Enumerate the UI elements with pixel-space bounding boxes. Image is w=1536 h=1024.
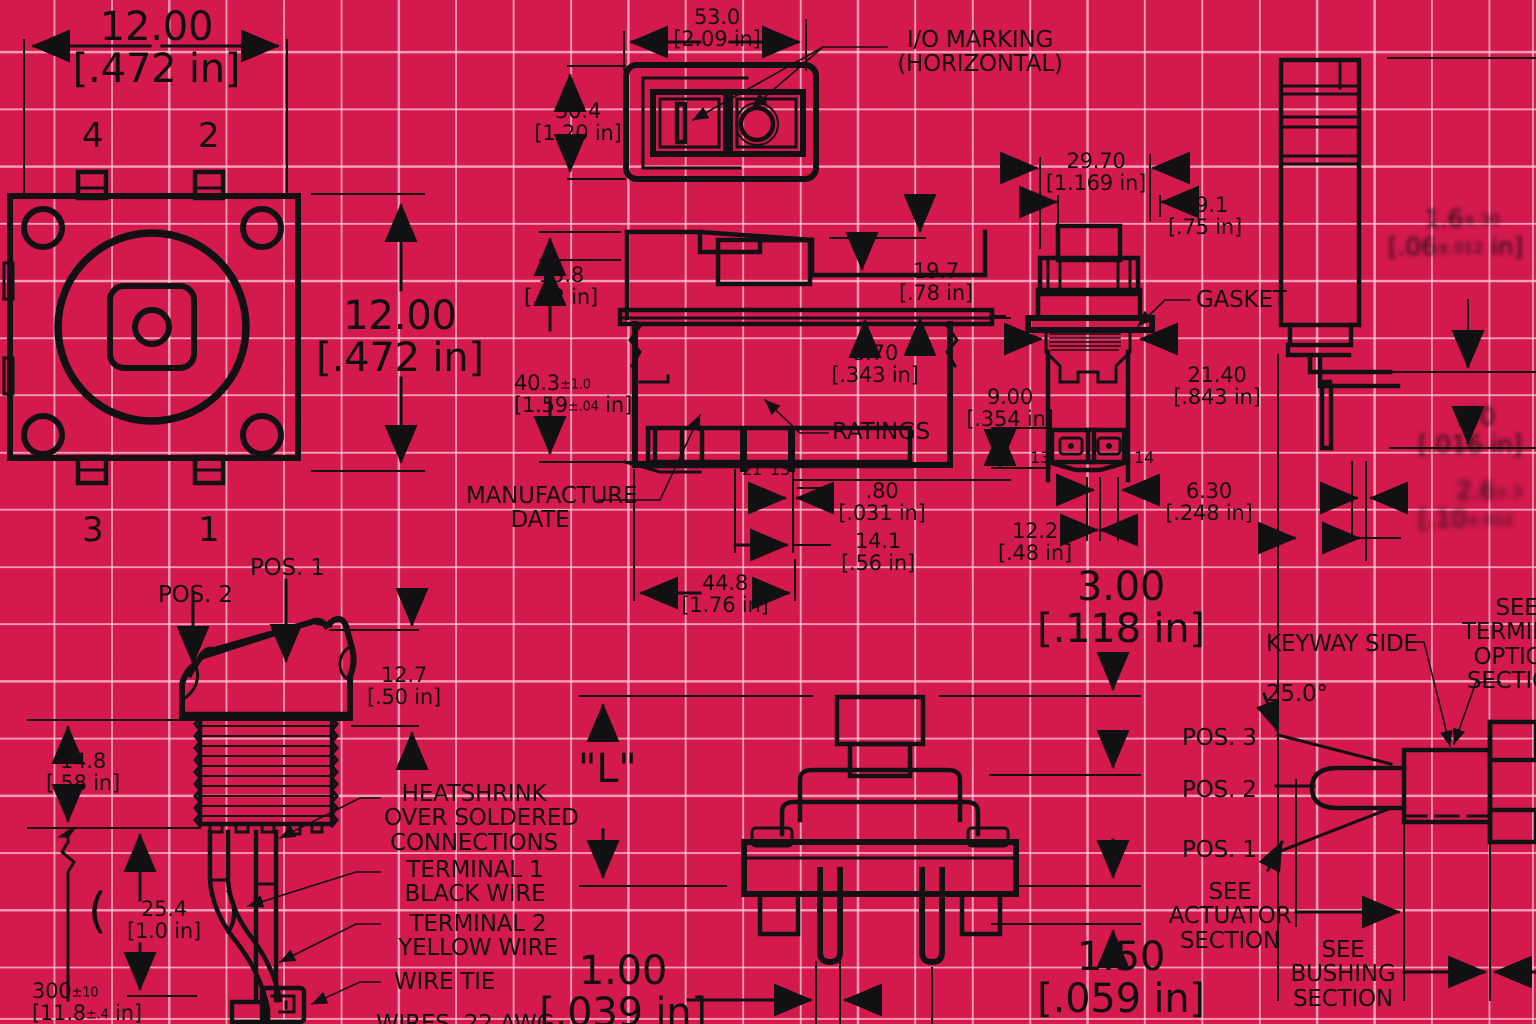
view-rocker-face bbox=[553, 19, 888, 182]
callout-bushing-section: SEE BUSHING SECTION bbox=[1290, 937, 1396, 1012]
terminal-label-1: 1 bbox=[198, 510, 220, 550]
callout-terminal-1: TERMINAL 1 BLACK WIRE bbox=[404, 857, 546, 908]
terminal-label-3: 3 bbox=[82, 510, 104, 550]
label-pos-1-wired: POS. 1 bbox=[250, 555, 325, 581]
terminal-label-4: 4 bbox=[82, 116, 104, 156]
label-pos-2-wired: POS. 2 bbox=[158, 582, 233, 608]
dim-rocker-width: 53.0[2.09 in] bbox=[673, 5, 761, 52]
terminal-label-13: 13 bbox=[1030, 448, 1050, 467]
dim-rocker-height: 30.4[1.20 in] bbox=[534, 99, 622, 146]
callout-actuator-section: SEE ACTUATOR SECTION bbox=[1168, 879, 1292, 954]
dim-2-6: 2.6±.3 bbox=[1456, 476, 1523, 505]
dim-0-40: .40 bbox=[1456, 402, 1496, 431]
callout-terminal-2: TERMINAL 2 YELLOW WIRE bbox=[398, 911, 558, 962]
callout-terminal-option: SEE TERMINAL OPTION SECTION bbox=[1462, 595, 1536, 695]
callout-manufacture-date: MANUFACTURE DATE bbox=[466, 483, 638, 534]
callout-ratings: RATINGS bbox=[832, 419, 931, 445]
dim-14-8: 14.8[.58 in] bbox=[45, 749, 120, 796]
view-rocker-profile bbox=[533, 194, 1011, 610]
dim-29-70: 29.70[1.169 in] bbox=[1045, 149, 1147, 196]
dim-12-2: 12.2[.48 in] bbox=[997, 519, 1072, 566]
dim-6-30: 6.30[.248 in] bbox=[1165, 479, 1253, 526]
label-angle-25deg: 25.0° bbox=[1266, 681, 1328, 707]
dim-pushbutton-width: 12.00[.472 in] bbox=[72, 4, 241, 93]
terminal-label-21: 21 bbox=[742, 460, 762, 479]
paren-close: ) bbox=[222, 883, 241, 939]
dim-1-6: 1.6±.30 bbox=[1424, 204, 1501, 233]
dim-14-1: 14.1[.56 in] bbox=[840, 529, 915, 576]
callout-wire-tie: WIRE TIE bbox=[394, 969, 496, 995]
callout-keyway-side: KEYWAY SIDE bbox=[1266, 631, 1418, 657]
label-pos-3: POS. 3 bbox=[1182, 725, 1257, 751]
terminal-label-2: 2 bbox=[198, 116, 220, 156]
dim-25-4: 25.4[1.0 in] bbox=[126, 897, 201, 944]
dim-19-1: 19.1[.75 in] bbox=[1167, 193, 1242, 240]
dim-15-8: 15.8[.62 in] bbox=[523, 263, 598, 310]
dim-44-8: 44.8[1.76 in] bbox=[681, 571, 769, 618]
callout-io-marking: I/O MARKING (HORIZONTAL) bbox=[897, 27, 1063, 78]
dim-40-3: 40.3±1.0[1.59±.04 in] bbox=[514, 371, 632, 418]
dim-300: 300±10[11.8±.4 in] bbox=[32, 979, 142, 1024]
terminal-label-13b: 13 bbox=[770, 460, 790, 479]
label-pos-2: POS. 2 bbox=[1182, 777, 1257, 803]
callout-heatshrink: HEATSHRINK OVER SOLDERED CONNECTIONS bbox=[384, 781, 579, 856]
paren-open: ( bbox=[88, 883, 107, 939]
dim-1-00: 1.00[.039 in] bbox=[539, 948, 707, 1024]
dim-3-00: 3.00[.118 in] bbox=[1037, 564, 1205, 653]
view-pcb-switch bbox=[579, 652, 1141, 1024]
view-toggle-actuator bbox=[1256, 641, 1536, 1001]
dim-pushbutton-height: 12.00[.472 in] bbox=[316, 293, 484, 382]
view-wired-switch bbox=[27, 578, 429, 1024]
dim-0-40-imperial: [.016 in] bbox=[1418, 430, 1523, 459]
dim-12-7: 12.7[.50 in] bbox=[366, 663, 441, 710]
terminal-label-14: 14 bbox=[1134, 448, 1154, 467]
dim-9-00: 9.00[.354 in] bbox=[966, 385, 1054, 432]
view-pushbutton-top bbox=[2, 29, 425, 486]
dim-0-80: .80[.031 in] bbox=[838, 479, 926, 526]
dim-1-6-imperial: [.06±.012 in] bbox=[1388, 232, 1523, 261]
dim-21-40: 21.40[.843 in] bbox=[1173, 363, 1261, 410]
callout-wires-awg: WIRES, 22 AWG bbox=[376, 1011, 555, 1024]
callout-gasket: GASKET bbox=[1196, 287, 1287, 313]
label-length-symbol: "L" bbox=[578, 746, 637, 792]
view-gasket bbox=[983, 151, 1199, 547]
label-pos-1: POS. 1 bbox=[1182, 837, 1257, 863]
view-terminal-lug bbox=[1258, 57, 1536, 1001]
dim-8-70: 8.70[.343 in] bbox=[831, 341, 919, 388]
dim-1-50: 1.50[.059 in] bbox=[1037, 934, 1205, 1023]
dim-2-6-imperial: [.10±.012 bbox=[1418, 504, 1514, 533]
dim-19-7: 19.7[.78 in] bbox=[898, 259, 973, 306]
